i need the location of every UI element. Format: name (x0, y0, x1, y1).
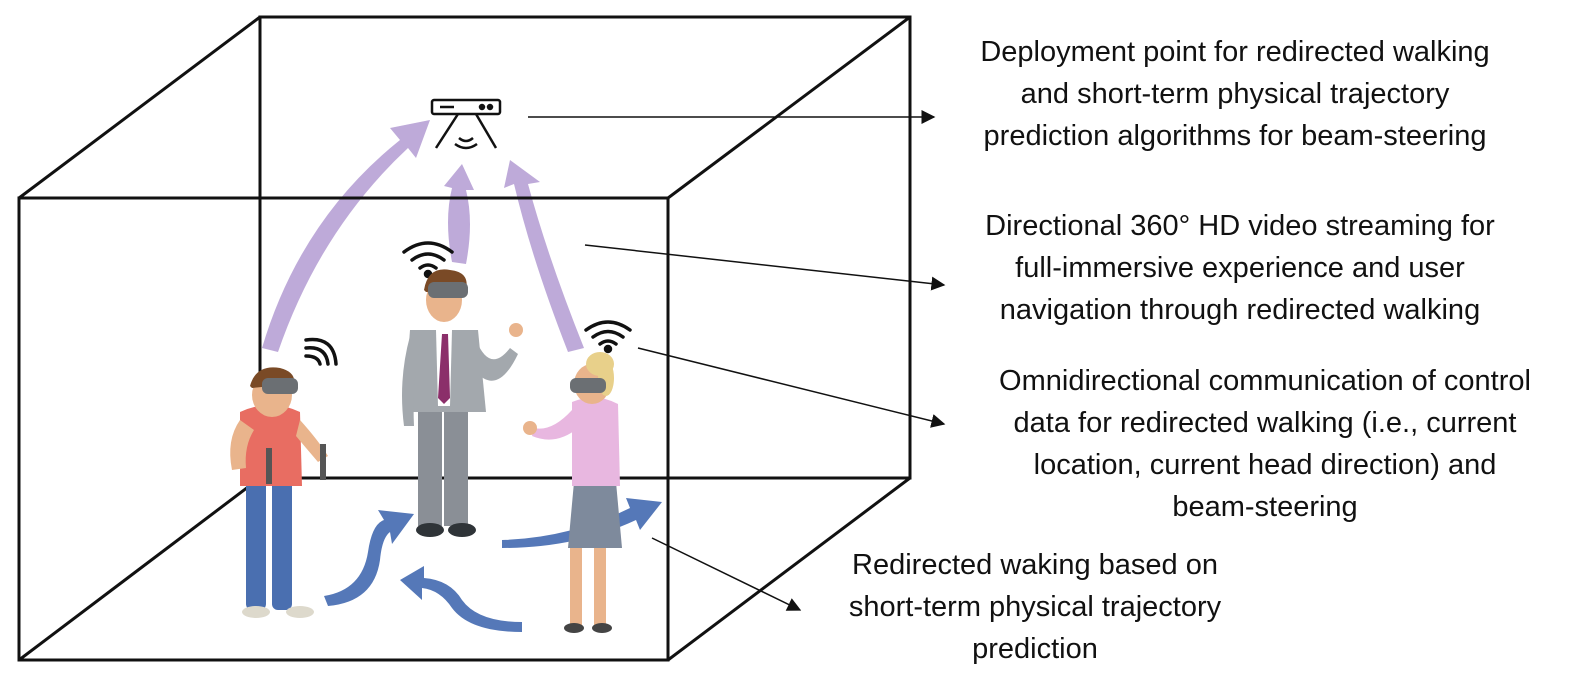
person-woman (523, 352, 622, 633)
pointer-streaming (584, 244, 946, 291)
label-line: full-immersive experience and user (1015, 252, 1465, 284)
beam-arrow-icon (262, 120, 430, 352)
room-front-face (17, 196, 670, 662)
wifi-icon (402, 241, 454, 279)
floor-arrow-icon (400, 566, 522, 632)
label-line: and short-term physical trajectory (1020, 78, 1450, 110)
label-line: navigation through redirected walking (999, 294, 1481, 326)
label-line: short-term physical trajectory (848, 591, 1222, 623)
vr-headset-icon (570, 378, 606, 393)
label-line: location, current head direction) and (1033, 449, 1497, 481)
label-line: beam-steering (1172, 491, 1358, 523)
label-line: Deployment point for redirected walking (980, 36, 1490, 68)
label-line: prediction (972, 633, 1098, 665)
label-line: prediction algorithms for beam-steering (983, 120, 1487, 152)
label-line: Redirected waking based on (852, 549, 1218, 581)
wifi-icon (304, 337, 338, 366)
access-point-icon (430, 98, 502, 150)
pointer-lines (528, 110, 946, 611)
room-cube (18, 15, 912, 662)
wifi-icons (304, 241, 632, 366)
vr-headset-icon (428, 282, 468, 298)
label-redirected-walking: Redirected waking based on short-term ph… (800, 544, 1270, 670)
label-omnidirectional-communication: Omnidirectional communication of control… (955, 360, 1575, 528)
person-man (402, 269, 523, 537)
beam-arrow-icon (444, 164, 474, 264)
beam-arrows (262, 120, 584, 352)
label-line: Omnidirectional communication of control (999, 365, 1531, 397)
person-boy (230, 367, 328, 618)
label-line: Directional 360° HD video streaming for (985, 210, 1495, 242)
label-line: data for redirected walking (i.e., curre… (1013, 407, 1517, 439)
label-deployment-point: Deployment point for redirected walking … (930, 31, 1540, 157)
pointer-omnidirectional (637, 347, 946, 428)
label-directional-streaming: Directional 360° HD video streaming for … (935, 205, 1545, 331)
pointer-redirected (651, 537, 802, 611)
floor-arrow-icon (324, 510, 414, 606)
beam-arrow-icon (504, 160, 584, 352)
wifi-icon (584, 320, 632, 354)
vr-headset-icon (262, 378, 298, 394)
